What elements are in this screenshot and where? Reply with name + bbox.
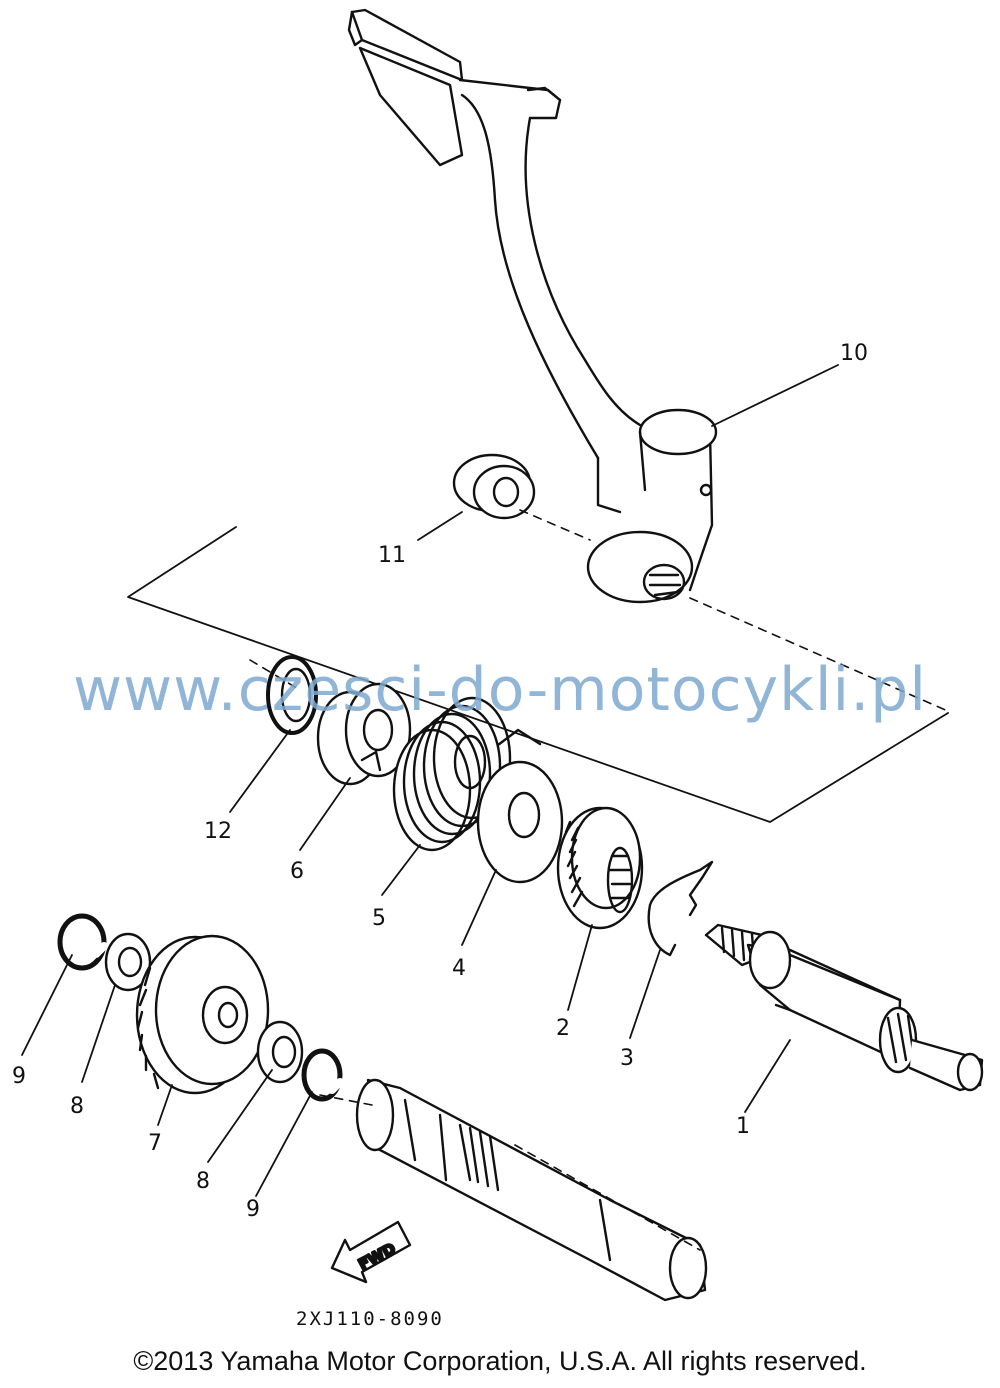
callout-8-left: 8 <box>70 1094 84 1119</box>
callout-2: 2 <box>556 1016 570 1041</box>
callout-8-right: 8 <box>196 1169 210 1194</box>
oil-seal-12 <box>266 655 318 735</box>
washer-11 <box>452 453 536 520</box>
callout-10: 10 <box>840 341 868 366</box>
callout-1: 1 <box>736 1114 750 1139</box>
washer-4 <box>476 760 564 884</box>
spring-clip-3 <box>647 860 714 957</box>
kick-idle-gear-7 <box>135 934 270 1095</box>
kick-shaft-1 <box>704 923 984 1092</box>
callout-9-right: 9 <box>246 1197 260 1222</box>
leader-lines <box>21 364 839 1197</box>
washer-8-right <box>256 1020 304 1084</box>
circlip-9-right <box>301 1048 344 1102</box>
callout-4: 4 <box>452 956 466 981</box>
diagram-part-number: 2XJ110-8090 <box>296 1308 444 1330</box>
circlip-9-left <box>57 913 108 971</box>
callout-9-left: 9 <box>12 1064 26 1089</box>
callout-11: 11 <box>378 543 406 568</box>
callout-numbers: 10 11 12 6 5 4 2 3 1 9 8 7 8 9 <box>12 341 868 1222</box>
shaft-centerlines <box>249 509 951 1251</box>
callout-12: 12 <box>204 819 232 844</box>
fwd-arrow-icon: FWD <box>330 1220 412 1284</box>
torsion-spring-5 <box>392 696 542 852</box>
callout-7: 7 <box>148 1131 162 1156</box>
copyright-notice: ©2013 Yamaha Motor Corporation, U.S.A. A… <box>133 1346 867 1376</box>
ratchet-wheel-2 <box>556 806 644 930</box>
callout-3: 3 <box>620 1046 634 1071</box>
kick-crank-lever <box>347 8 718 604</box>
callout-5: 5 <box>372 906 386 931</box>
collar-6 <box>316 682 412 786</box>
washer-8-left <box>104 932 152 992</box>
countershaft <box>355 1078 708 1302</box>
callout-6: 6 <box>290 859 304 884</box>
